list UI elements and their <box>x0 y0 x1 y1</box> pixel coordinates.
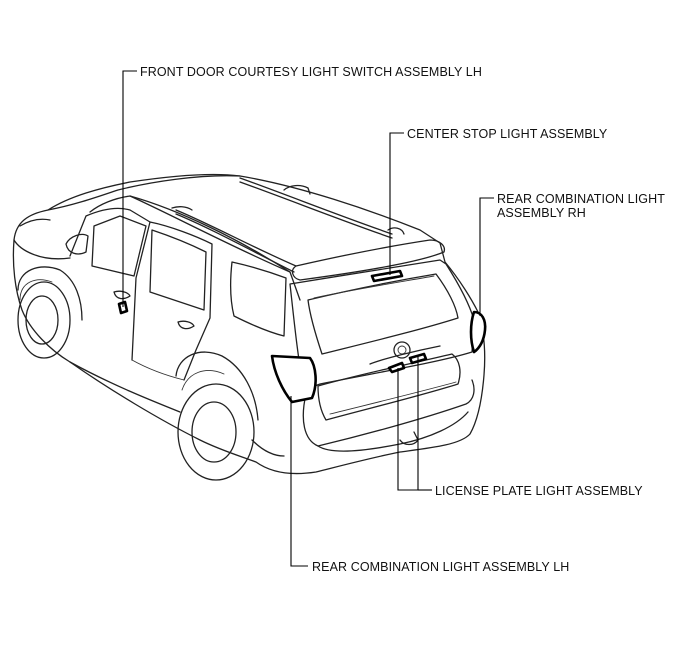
label-rear-combination-light-lh: REAR COMBINATION LIGHT ASSEMBLY LH <box>312 560 569 574</box>
license-plate-light-parts <box>387 352 428 374</box>
rear-combination-light-rh-part <box>469 310 487 354</box>
label-license-plate-light: LICENSE PLATE LIGHT ASSEMBLY <box>435 484 643 498</box>
label-front-door-courtesy-light-switch: FRONT DOOR COURTESY LIGHT SWITCH ASSEMBL… <box>140 65 482 79</box>
callout-labels: FRONT DOOR COURTESY LIGHT SWITCH ASSEMBL… <box>140 65 665 574</box>
suv-outline <box>12 173 486 481</box>
label-rear-combination-light-rh-line1: REAR COMBINATION LIGHT <box>497 192 665 206</box>
rear-combination-light-lh-part <box>270 354 317 404</box>
label-center-stop-light: CENTER STOP LIGHT ASSEMBLY <box>407 127 608 141</box>
leader-lines <box>122 70 494 567</box>
center-stop-light-part <box>370 269 404 283</box>
label-rear-combination-light-rh-line2: ASSEMBLY RH <box>497 206 586 220</box>
